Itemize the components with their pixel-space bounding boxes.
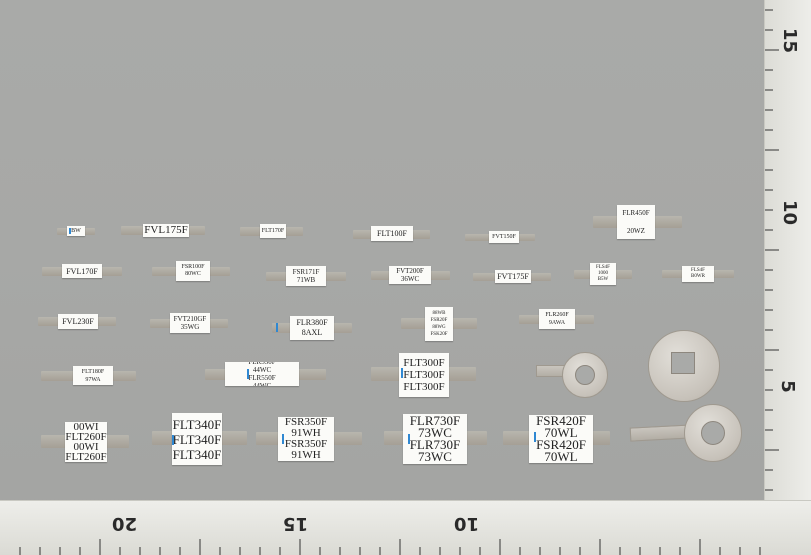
fuse-r5e: FSR420F 70WL FSR420F 70WL: [503, 415, 610, 463]
fuse-r1f: FLR450F 20WZ: [593, 205, 682, 239]
fuse-r1a: BW: [57, 225, 95, 237]
ruler-right-ticks: [765, 9, 779, 491]
fuse-r1b: FVL175F: [121, 222, 205, 238]
fuse-r2g-label: FLS4F B0WR: [682, 266, 714, 282]
fuse-r1d: FLT100F: [353, 225, 430, 243]
fuse-r4a: FLT180F 97WA: [41, 366, 136, 385]
fuse-r1e-label: FVT150F: [489, 231, 519, 243]
fuse-r3e-label: FLR260F 9AWA: [539, 309, 575, 329]
fuse-r5b: FLT340F FLT340F FLT340F: [152, 413, 247, 465]
fuse-r1a-label: BW: [67, 226, 85, 236]
ruler-bottom: 20 15 10: [0, 500, 811, 555]
ruler-right-10: 10: [779, 199, 801, 226]
fuse-r3a: FVL230F: [38, 313, 116, 330]
ruler-bottom-15: 15: [283, 513, 309, 534]
fuse-r1f-label: FLR450F 20WZ: [617, 205, 655, 239]
ruler-bottom-20: 20: [112, 513, 138, 534]
fuse-r4a-label: FLT180F 97WA: [73, 366, 113, 385]
ruler-right-5: 5: [776, 380, 798, 393]
fuse-r1d-label: FLT100F: [371, 226, 413, 241]
fuse-r2c-label: FSR171F 71WB: [286, 266, 326, 286]
fuse-r5b-label: FLT340F FLT340F FLT340F: [172, 413, 222, 465]
fuse-r3d: 88WB FSR20F 88WG FSK20F: [401, 307, 477, 341]
fuse-r1e: FVT150F: [465, 230, 535, 244]
fuse-r5d: FLR730F 73WC FLR730F 73WC: [384, 414, 487, 464]
fuse-r1c-label: FLT170F: [260, 224, 286, 238]
ruler-right-15: 15: [779, 27, 801, 54]
fuse-r2e: FVT175F: [473, 269, 551, 284]
fuse-r2g: FLS4F B0WR: [662, 266, 734, 282]
fuse-r2a: FVL170F: [42, 263, 122, 279]
fuse-r5a: 00WI FLT260F 00WI FLT260F: [41, 422, 129, 462]
fuse-r1b-label: FVL175F: [143, 224, 189, 237]
fuse-r5d-label: FLR730F 73WC FLR730F 73WC: [403, 414, 467, 464]
fuse-r2e-label: FVT175F: [495, 270, 531, 283]
fuse-r2d: FVT200F 36WC: [371, 266, 450, 284]
ruler-bottom-10: 10: [454, 513, 480, 534]
fuse-r4c: FLT300F FLT300F FLT300F: [371, 353, 476, 397]
fuse-r5a-label: 00WI FLT260F 00WI FLT260F: [65, 422, 107, 462]
fuse-r2f: FLS4F 1000 B5W: [574, 263, 632, 285]
fuse-r3e: FLR260F 9AWA: [519, 309, 594, 329]
fuse-r4b-label: FLR550F 44WC FLR550F 44WC: [225, 362, 299, 386]
fuse-r3d-label: 88WB FSR20F 88WG FSK20F: [425, 307, 453, 341]
fuse-r2b: FSR100F 80WC: [152, 261, 230, 281]
fuse-r3a-label: FVL230F: [58, 314, 98, 329]
fuse-r2c: FSR171F 71WB: [266, 266, 346, 286]
fuse-r2b-label: FSR100F 80WC: [176, 261, 210, 281]
fuse-r5c: FSR350F 91WH FSR350F 91WH: [256, 417, 362, 461]
fuse-r5c-label: FSR350F 91WH FSR350F 91WH: [278, 417, 334, 461]
fuse-r3c-label: FLR380F 8AXL: [290, 316, 334, 340]
fuse-r2a-label: FVL170F: [62, 264, 102, 278]
fuse-r5e-label: FSR420F 70WL FSR420F 70WL: [529, 415, 593, 463]
fuse-r4c-label: FLT300F FLT300F FLT300F: [399, 353, 449, 397]
fuse-r3c: FLR380F 8AXL: [272, 316, 352, 340]
fuse-r2d-label: FVT200F 36WC: [389, 266, 431, 284]
ruler-right: 15 10 5: [764, 0, 811, 555]
fuse-r3b-label: FVT210GF 35WG: [170, 313, 210, 333]
fuse-r1c: FLT170F: [240, 223, 303, 239]
fuse-r2f-label: FLS4F 1000 B5W: [590, 263, 616, 285]
fuse-r3b: FVT210GF 35WG: [150, 313, 228, 333]
fuse-r4b: FLR550F 44WC FLR550F 44WC: [205, 362, 326, 386]
